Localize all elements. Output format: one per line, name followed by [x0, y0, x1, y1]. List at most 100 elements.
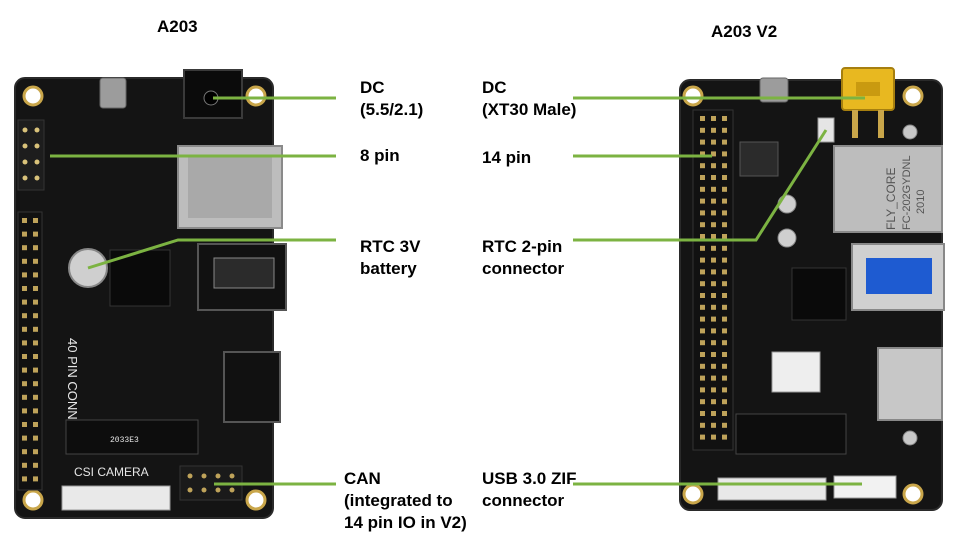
header-pin: [700, 245, 705, 251]
header-pin: [711, 257, 716, 263]
header-pin: [722, 198, 727, 204]
header-pin: [700, 422, 705, 428]
label-line: DC: [360, 78, 385, 97]
header-pin: [700, 186, 705, 192]
leader-line-rtc-connector: [573, 129, 828, 242]
header-pin: [711, 422, 716, 428]
ffc-connector: [717, 477, 827, 501]
label-line: connector: [482, 259, 565, 278]
header-pin: [722, 139, 727, 145]
header-pin: [722, 422, 727, 428]
label-line: RTC 2-pin: [482, 237, 563, 256]
header-pin: [700, 257, 705, 263]
header-pin: [711, 210, 716, 216]
label-dc-xt30: DC (XT30 Male): [482, 77, 576, 121]
header-pin: [711, 186, 716, 192]
header-pin: [700, 411, 705, 416]
40-pin-header: [17, 211, 43, 491]
header-pin: [33, 408, 38, 414]
header-pin: [22, 245, 27, 251]
header-pin: [722, 375, 727, 381]
chip-silkscreen-label: 2033E3: [110, 436, 139, 445]
header-pin: [22, 435, 27, 441]
header-pin: [22, 408, 27, 414]
header-pin: [722, 328, 727, 334]
header-pin: [711, 352, 716, 357]
eth-silkscreen-line-2: FC-202GYDNL: [901, 155, 913, 230]
inductor: [739, 141, 779, 177]
label-14-pin: 14 pin: [482, 147, 531, 169]
header-pin: [711, 304, 716, 310]
header-pin: [722, 116, 727, 121]
label-line: CAN: [344, 469, 381, 488]
header-pin: [722, 387, 727, 393]
label-line: 14 pin IO in V2): [344, 513, 467, 532]
header-pin: [711, 245, 716, 251]
header-pin: [700, 234, 705, 239]
header-pin: [700, 399, 705, 405]
header-pin: [722, 399, 727, 405]
header-pin: [33, 286, 38, 291]
a203-board: 40 PIN CONNECT 2033E3 CSI CAMERA: [14, 69, 287, 519]
header-pin: [722, 186, 727, 192]
mount-hole: [245, 489, 267, 511]
label-rtc-battery: RTC 3V battery: [360, 236, 420, 280]
micro-usb-port: [759, 77, 789, 103]
header-pin: [22, 218, 27, 223]
hdmi-port: [223, 351, 281, 423]
header-pin: [22, 449, 27, 455]
header-pin: [33, 340, 38, 346]
header-pin: [711, 328, 716, 334]
label-line: RTC 3V: [360, 237, 421, 256]
header-pin: [22, 381, 27, 387]
header-pin: [22, 272, 27, 278]
header-pin: [33, 272, 38, 278]
header-pin: [22, 462, 27, 468]
mount-hole: [682, 85, 704, 107]
m2-slot: [735, 413, 847, 455]
header-pin: [22, 299, 27, 305]
micro-usb-port: [99, 77, 127, 109]
header-pin: [722, 234, 727, 239]
header-pin: [22, 326, 27, 332]
camera-silkscreen-label: CSI CAMERA: [74, 465, 149, 479]
header-pin: [722, 151, 727, 157]
header-silkscreen-label: 40 PIN CONNECT: [65, 338, 80, 446]
label-line: connector: [482, 491, 565, 510]
header-pin: [700, 198, 705, 204]
label-rtc-connector: RTC 2-pin connector: [482, 236, 564, 280]
label-line: (XT30 Male): [482, 100, 577, 119]
header-pin: [722, 411, 727, 416]
header-pin: [700, 269, 705, 275]
header-pin: [22, 313, 27, 319]
label-line: 8 pin: [360, 146, 400, 165]
label-line: 14 pin: [482, 148, 532, 167]
header-pin: [722, 281, 727, 287]
header-pin: [22, 354, 27, 359]
header-pin: [711, 116, 716, 121]
header-pin: [722, 304, 727, 310]
mount-hole: [245, 85, 267, 107]
header-pin: [22, 340, 27, 346]
header-pin: [33, 218, 38, 223]
title-a203: A203: [157, 17, 198, 36]
header-pin: [33, 394, 38, 400]
header-pin: [700, 116, 705, 121]
header-pin: [700, 210, 705, 216]
mount-hole: [22, 85, 44, 107]
label-line: USB 3.0 ZIF: [482, 469, 577, 488]
label-line: DC: [482, 78, 507, 97]
m2-slot: [65, 419, 199, 455]
label-line: battery: [360, 259, 417, 278]
header-pin: [711, 399, 716, 405]
header-pin: [33, 367, 38, 373]
header-pin: [722, 222, 727, 228]
8-pin-header: [17, 119, 45, 191]
standoff: [902, 124, 918, 140]
header-pin: [711, 198, 716, 204]
header-pin: [722, 269, 727, 275]
header-pin: [711, 375, 716, 381]
header-pin: [33, 258, 38, 264]
header-pin: [722, 127, 727, 133]
